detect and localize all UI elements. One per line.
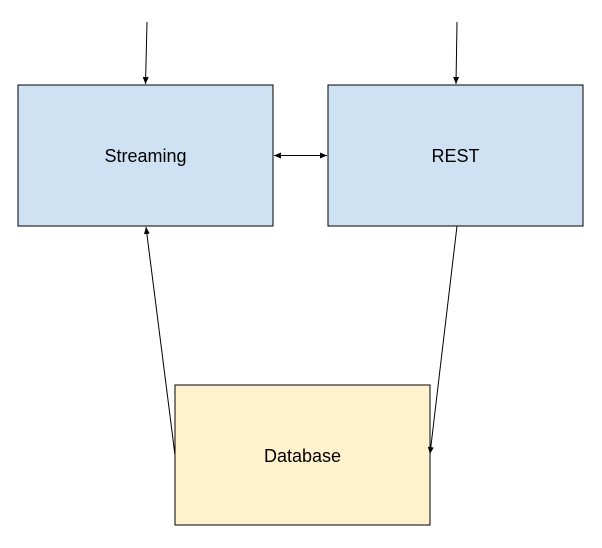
node-rest-box [327,84,584,227]
node-database: Database [174,384,431,526]
node-rest: REST [327,84,584,227]
node-rest-label: REST [431,146,479,166]
node-streaming-box [17,84,274,227]
arrow-into-streaming [142,21,149,85]
node-streaming: Streaming [17,84,274,227]
arrow-database-to-streaming [143,226,176,456]
node-database-box [174,384,431,526]
node-database-label: Database [264,446,341,466]
arrow-into-rest [453,21,460,85]
node-streaming-label: Streaming [104,146,186,166]
arrow-rest-to-database [427,225,458,455]
